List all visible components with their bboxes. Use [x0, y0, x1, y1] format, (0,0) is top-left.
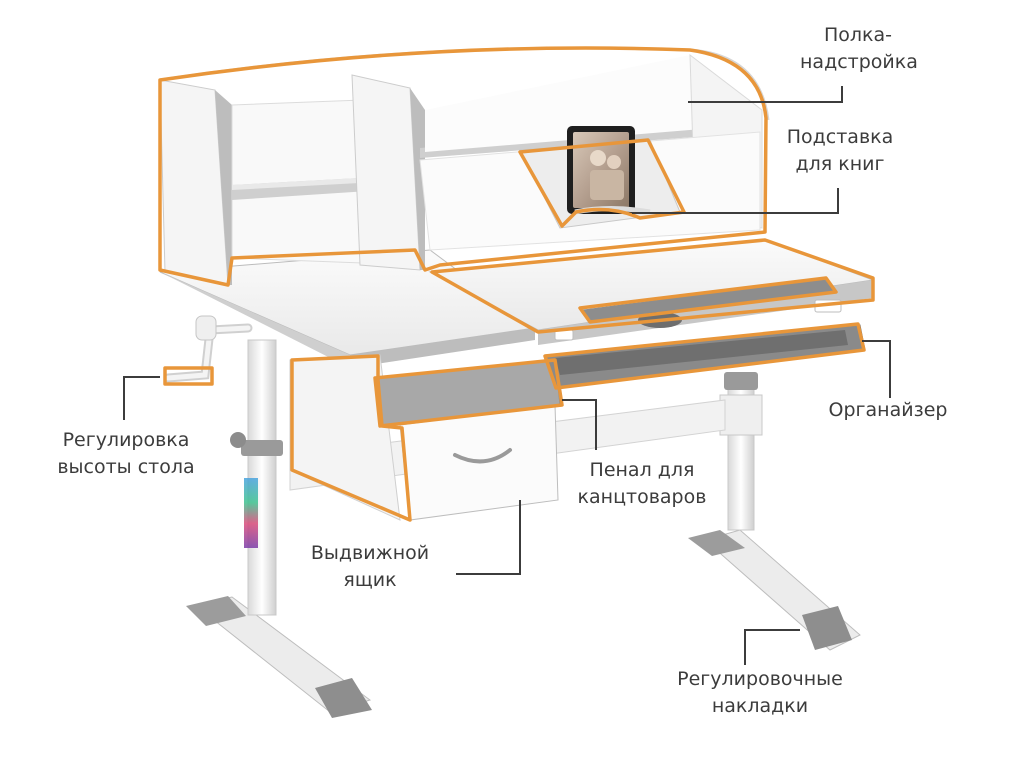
pointer-adjustable-pads: [744, 629, 800, 665]
label-shelf-superstructure: Полка- надстройка: [800, 24, 918, 73]
pointer-drawer: [456, 500, 521, 575]
outline-book-stand: [518, 138, 686, 228]
outline-drawer: [290, 354, 412, 522]
right-leg: [719, 372, 763, 531]
label-height-adjustment: Регулировка высоты стола: [57, 429, 195, 478]
label-pencil-case: Пенал для канцтоваров: [577, 459, 707, 508]
pointer-organizer: [862, 340, 891, 398]
height-crank: [163, 315, 253, 383]
left-leg: [230, 339, 283, 616]
pointer-book-stand: [632, 188, 839, 214]
label-organizer: Органайзер: [828, 399, 948, 421]
outline-crank-handle: [163, 366, 214, 386]
outline-desk-top-right: [430, 238, 875, 334]
outline-organizer-tray: [543, 322, 866, 390]
label-adjustable-pads: Регулировочные накладки: [677, 668, 843, 717]
pointer-shelf-superstructure: [688, 86, 843, 103]
outline-shelf-superstructure: [158, 46, 768, 287]
label-book-stand: Подставка для книг: [786, 126, 894, 175]
label-pull-out-drawer: Выдвижной ящик: [310, 542, 430, 591]
outline-pencil-case: [373, 358, 564, 428]
pointer-height-adjustment: [123, 376, 160, 420]
drawer-body: [289, 354, 561, 521]
right-foot: [688, 529, 861, 651]
left-foot: [186, 596, 372, 718]
pointer-pencil-case: [562, 399, 597, 450]
book-stand: [519, 126, 681, 229]
outline-organizer-slot: [578, 276, 838, 324]
